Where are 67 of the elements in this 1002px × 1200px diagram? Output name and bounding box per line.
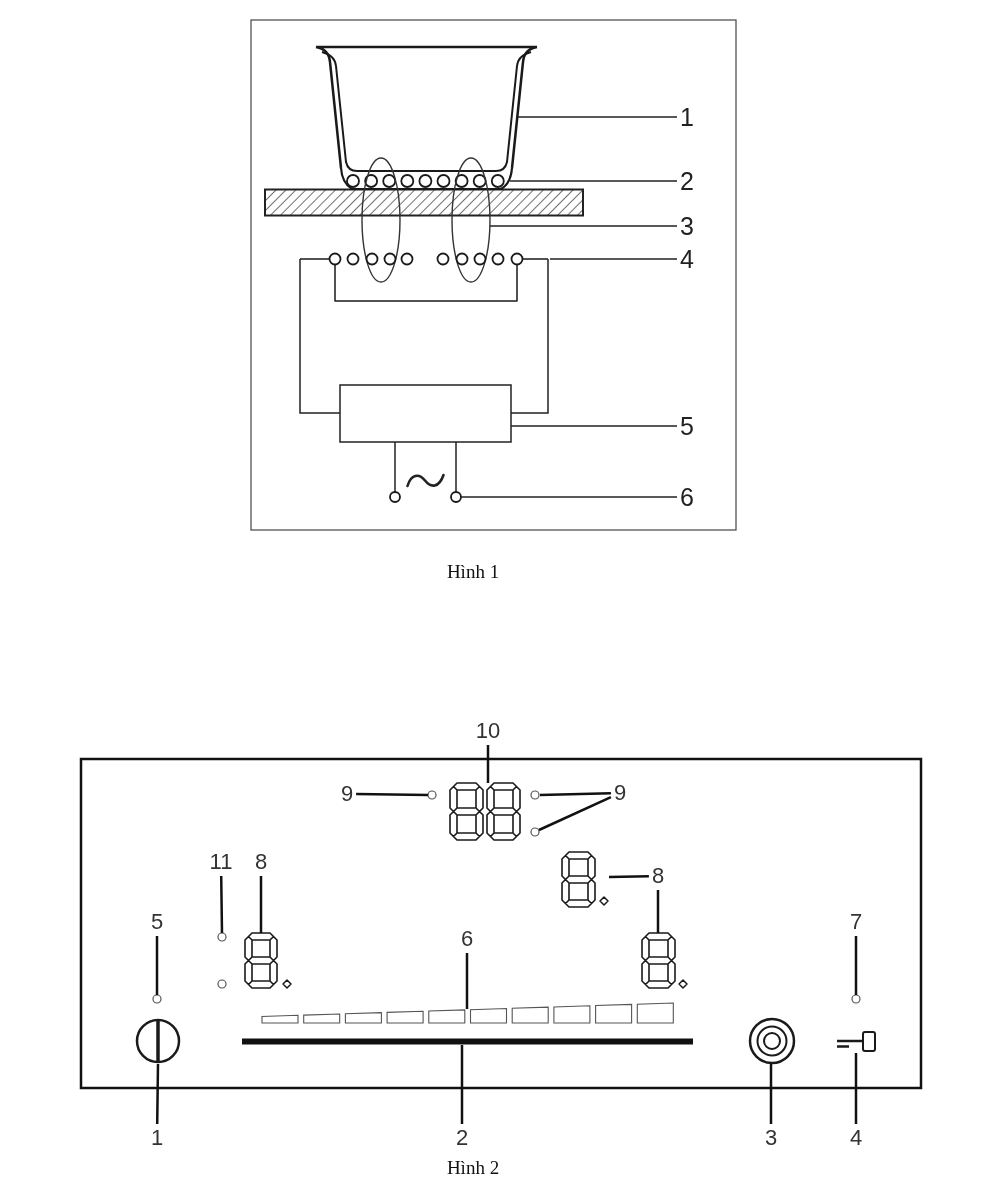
leader-line <box>549 258 678 260</box>
leader-line <box>539 791 611 797</box>
callout-number: 8 <box>651 865 665 887</box>
leader-line <box>854 1053 858 1124</box>
seven-segment-display <box>244 932 292 989</box>
leader-line <box>155 936 159 995</box>
leader-line <box>465 953 469 1009</box>
leader-line <box>509 180 678 182</box>
leader-line <box>608 874 649 879</box>
leader-line <box>769 1064 773 1124</box>
slider-track <box>242 1038 693 1045</box>
wire <box>299 258 341 414</box>
seven-segment-display <box>641 932 688 989</box>
leader-line <box>854 936 858 995</box>
cooking-pot <box>314 45 539 172</box>
callout-number: 11 <box>209 851 233 873</box>
callout-number: 4 <box>849 1127 863 1149</box>
leader-line <box>486 745 490 783</box>
callout-number: 2 <box>455 1127 469 1149</box>
seven-segment-display <box>449 782 521 841</box>
leader-line <box>538 796 612 832</box>
key-icon <box>835 1031 876 1052</box>
converter-box <box>339 384 512 443</box>
callout-number: 6 <box>460 928 474 950</box>
leader-line <box>356 792 428 797</box>
leader-line <box>517 116 678 118</box>
indicator-dot-icon <box>427 790 437 800</box>
leader-line <box>155 1064 160 1124</box>
induction-coil <box>299 252 549 302</box>
power-button-icon <box>135 1018 181 1064</box>
leader-line <box>656 890 660 933</box>
callout-number: 2 <box>680 168 694 194</box>
leader-line <box>460 1045 464 1124</box>
leader-line <box>460 496 678 498</box>
callout-number: 4 <box>680 246 694 272</box>
indicator-dot-icon <box>530 790 540 800</box>
pot-base <box>339 167 514 191</box>
callout-number: 5 <box>680 413 694 439</box>
power-terminals <box>389 491 462 503</box>
callout-number: 8 <box>254 851 268 873</box>
indicator-dot-icon <box>152 994 162 1004</box>
wire <box>394 441 396 493</box>
figure-caption: Hình 2 <box>446 1157 500 1179</box>
indicator-dot-icon <box>530 827 540 837</box>
callout-number: 5 <box>150 911 164 933</box>
callout-number: 3 <box>764 1127 778 1149</box>
seven-segment-display <box>561 851 609 908</box>
power-level-bars <box>261 1002 674 1024</box>
callout-number: 10 <box>475 720 501 742</box>
callout-number: 1 <box>680 104 694 130</box>
leader-line <box>510 425 678 427</box>
wire <box>455 441 457 493</box>
callout-number: 1 <box>150 1127 164 1149</box>
figure-caption: Hình 1 <box>446 561 500 583</box>
magnetic-field-loop <box>361 157 491 283</box>
leader-line <box>259 876 263 933</box>
callout-number: 3 <box>680 213 694 239</box>
indicator-dot-icon <box>217 932 227 942</box>
leader-line <box>489 225 678 227</box>
callout-number: 9 <box>340 783 354 805</box>
callout-number: 6 <box>680 484 694 510</box>
callout-number: 7 <box>849 911 863 933</box>
indicator-dot-icon <box>851 994 861 1004</box>
concentric-circles-icon <box>748 1017 796 1065</box>
callout-number: 9 <box>613 782 627 804</box>
wire <box>510 258 549 414</box>
leader-line <box>219 876 224 933</box>
